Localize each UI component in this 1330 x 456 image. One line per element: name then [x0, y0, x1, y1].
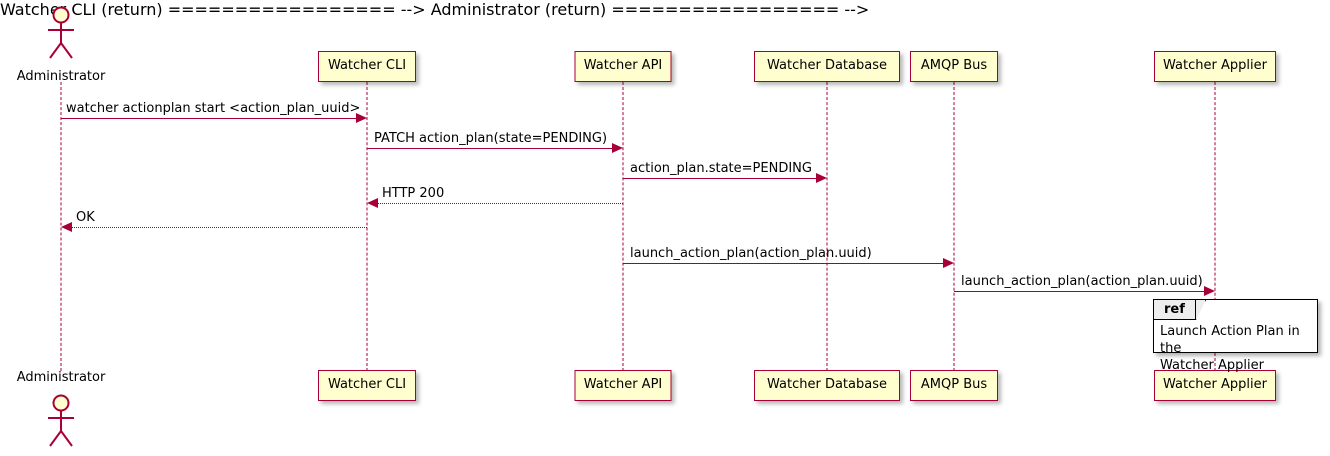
message-label: PATCH action_plan(state=PENDING): [374, 131, 608, 146]
actor-label-administrator-bottom: Administrator: [16, 370, 106, 385]
arrow-head-right-icon: [1204, 286, 1215, 296]
arrow-head-left-icon: [367, 198, 378, 208]
lifeline-watcher-database: [826, 82, 828, 371]
participant-watcher-database-top[interactable]: Watcher Database: [754, 51, 900, 82]
message-arrow-line: [623, 178, 816, 179]
message-arrow-line: [954, 291, 1204, 292]
actor-stick-figure-icon: [48, 6, 74, 59]
ref-fragment-tab-label: ref: [1154, 300, 1196, 320]
actor-administrator-top[interactable]: [39, 4, 83, 60]
message-arrow-line: [623, 263, 943, 264]
message-label: action_plan.state=PENDING: [630, 161, 812, 176]
actor-label-administrator-top: Administrator: [16, 69, 106, 84]
participant-watcher-cli-top[interactable]: Watcher CLI: [318, 51, 416, 82]
participant-amqp-bus-bottom[interactable]: AMQP Bus: [910, 370, 998, 401]
message-label: OK: [76, 210, 95, 225]
message-arrow-line: [61, 118, 356, 119]
actor-administrator-bottom[interactable]: [39, 392, 83, 448]
message-return-line: [378, 203, 623, 204]
lifeline-watcher-cli: [366, 82, 368, 371]
ref-fragment-body-text: Launch Action Plan in the Watcher Applie…: [1160, 324, 1300, 373]
message-label: watcher actionplan start <action_plan_uu…: [66, 101, 361, 116]
arrow-head-right-icon: [816, 173, 827, 183]
participant-watcher-database-bottom[interactable]: Watcher Database: [754, 370, 900, 401]
message-return-line: [72, 227, 367, 228]
arrow-head-left-icon: [61, 222, 72, 232]
lifeline-watcher-applier: [1214, 82, 1216, 371]
lifeline-watcher-api: [622, 82, 624, 371]
arrow-head-right-icon: [943, 258, 954, 268]
actor-stick-figure-icon: [48, 394, 74, 447]
message-label: HTTP 200: [382, 186, 445, 201]
lifeline-amqp-bus: [953, 82, 955, 371]
arrow-head-right-icon: [612, 143, 623, 153]
participant-amqp-bus-top[interactable]: AMQP Bus: [910, 51, 998, 82]
message-label: launch_action_plan(action_plan.uuid): [630, 246, 872, 261]
participant-watcher-api-bottom[interactable]: Watcher API: [574, 370, 672, 401]
message-arrow-line: [367, 148, 612, 149]
participant-watcher-applier-top[interactable]: Watcher Applier: [1154, 51, 1276, 82]
ref-fragment-tab-notch: [1196, 300, 1206, 320]
message-label: launch_action_plan(action_plan.uuid): [961, 274, 1203, 289]
participant-watcher-applier-bottom[interactable]: Watcher Applier: [1154, 370, 1276, 401]
participant-watcher-cli-bottom[interactable]: Watcher CLI: [318, 370, 416, 401]
arrow-head-right-icon: [356, 113, 367, 123]
participant-watcher-api-top[interactable]: Watcher API: [574, 51, 672, 82]
ref-fragment-box[interactable]: ref Launch Action Plan in the Watcher Ap…: [1153, 299, 1318, 373]
